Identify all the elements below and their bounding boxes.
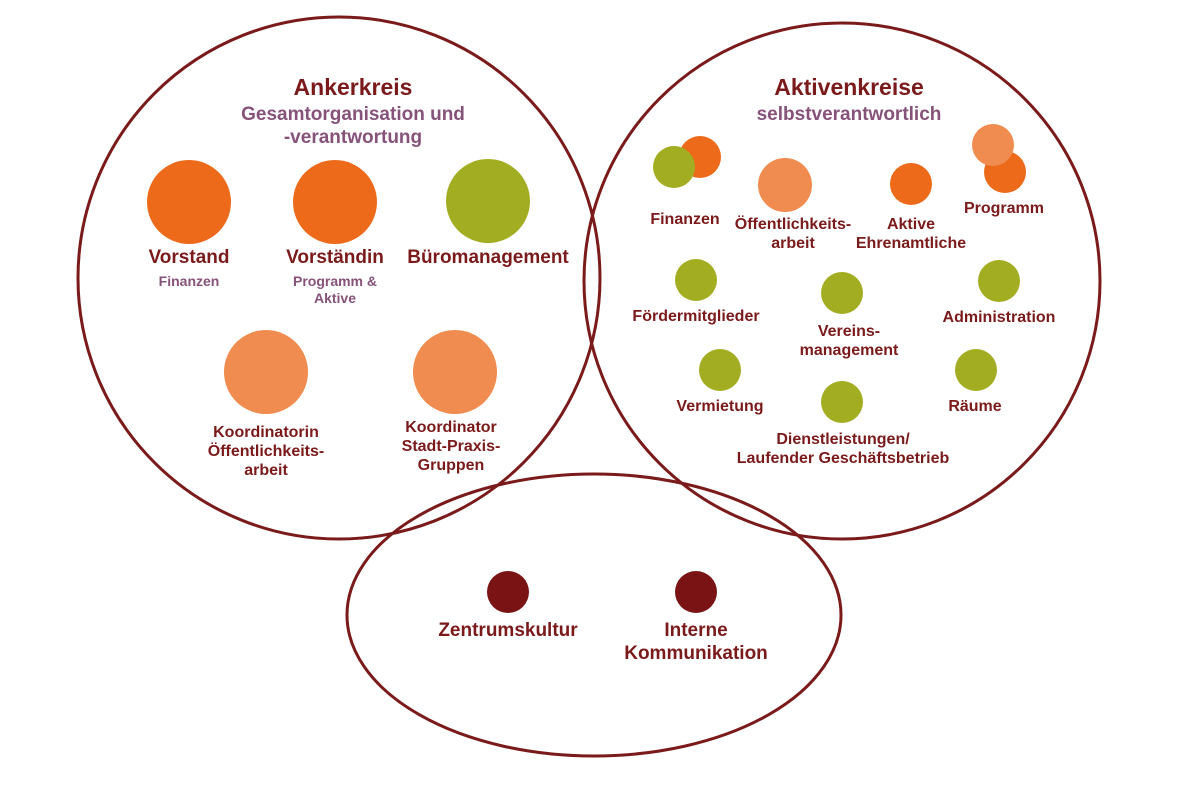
vereinsmanagement-label: Vereins- management — [800, 322, 899, 360]
bueromanagement-dot — [446, 159, 530, 243]
vereinsmanagement-dot — [821, 272, 863, 314]
oeffentlichkeitsarbeit-line-2: arbeit — [771, 235, 815, 253]
interne-kommunikation-line-1: Interne — [664, 620, 728, 641]
koordinator-line-1: Koordinator — [405, 419, 497, 436]
ankerkreis-subtitle: Gesamtorganisation und -verantwortung — [241, 104, 465, 150]
vorstaendin-dot — [293, 160, 377, 244]
dienstleistungen-line-2: Laufender Geschäftsbetrieb — [736, 450, 950, 468]
administration-label: Administration — [942, 309, 1056, 326]
oeffentlichkeitsarbeit-line-1: Öffentlichkeits- — [734, 216, 852, 233]
vorstand-dot — [147, 160, 231, 244]
vorstaendin-sub: Programm & Aktive — [293, 273, 377, 307]
vorstaendin-label: Vorständin — [286, 247, 384, 268]
ankerkreis-subtitle-line-1: Gesamtorganisation und — [241, 104, 465, 125]
ankerkreis-outline — [76, 15, 602, 541]
koordinator-label: Koordinator Stadt-Praxis- Gruppen — [402, 418, 501, 476]
koordinatorin-line-1: Koordinatorin — [213, 424, 319, 441]
programm-label: Programm — [963, 200, 1045, 217]
interne-kommunikation-label: Interne Kommunikation — [624, 620, 768, 666]
aktive-ehrenamtliche-line-1: Aktive — [886, 216, 936, 233]
dienstleistungen-label: Dienstleistungen/ Laufender Geschäftsbet… — [737, 430, 950, 468]
oeffentlichkeitsarbeit-dot — [758, 158, 812, 212]
vorstaendin-sub-line-2: Aktive — [313, 289, 357, 306]
vorstaendin-sub-line-1: Programm & — [292, 273, 378, 289]
koordinatorin-line-3: arbeit — [244, 462, 288, 480]
aktive-ehrenamtliche-dot — [890, 163, 932, 205]
oeffentlichkeitsarbeit-label: Öffentlichkeits- arbeit — [735, 215, 851, 253]
aktive-ehrenamtliche-label: Aktive Ehrenamtliche — [856, 215, 966, 253]
bueromanagement-label: Büromanagement — [407, 247, 569, 268]
administration-dot — [978, 260, 1020, 302]
raeume-dot — [955, 349, 997, 391]
dienstleistungen-dot — [821, 381, 863, 423]
zentrumskultur-dot — [487, 571, 529, 613]
vereinsmanagement-line-1: Vereins- — [817, 323, 881, 340]
raeume-label: Räume — [948, 398, 1002, 415]
vereinsmanagement-line-2: management — [799, 342, 899, 360]
koordinatorin-line-2: Öffentlichkeits- — [207, 443, 325, 461]
bottom-ellipse-outline — [345, 472, 843, 758]
koordinatorin-dot — [224, 330, 308, 414]
vermietung-label: Vermietung — [676, 398, 764, 415]
aktive-ehrenamtliche-line-2: Ehrenamtliche — [855, 235, 967, 253]
foerdermitglieder-label: Fördermitglieder — [632, 308, 760, 325]
koordinator-dot — [413, 330, 497, 414]
finanzen-label: Finanzen — [650, 211, 720, 228]
vermietung-dot — [699, 349, 741, 391]
interne-kommunikation-dot — [675, 571, 717, 613]
zentrumskultur-label: Zentrumskultur — [438, 620, 578, 641]
vorstand-sub: Finanzen — [158, 273, 220, 289]
aktivenkreise-subtitle: selbstverantwortlich — [756, 104, 942, 125]
koordinatorin-label: Koordinatorin Öffentlichkeits- arbeit — [208, 423, 324, 481]
aktivenkreise-outline — [582, 21, 1102, 541]
foerdermitglieder-dot — [675, 259, 717, 301]
ankerkreis-title: Ankerkreis — [293, 74, 413, 100]
programm-dot-light — [972, 124, 1014, 166]
aktivenkreise-title: Aktivenkreise — [774, 74, 924, 100]
koordinator-line-3: Gruppen — [417, 457, 485, 475]
vorstand-label: Vorstand — [148, 247, 230, 268]
dienstleistungen-line-1: Dienstleistungen/ — [776, 431, 910, 448]
ankerkreis-subtitle-line-2: -verantwortung — [283, 126, 423, 148]
interne-kommunikation-line-2: Kommunikation — [624, 642, 768, 664]
finanzen-dot-olive — [653, 146, 695, 188]
koordinator-line-2: Stadt-Praxis- — [401, 438, 501, 456]
